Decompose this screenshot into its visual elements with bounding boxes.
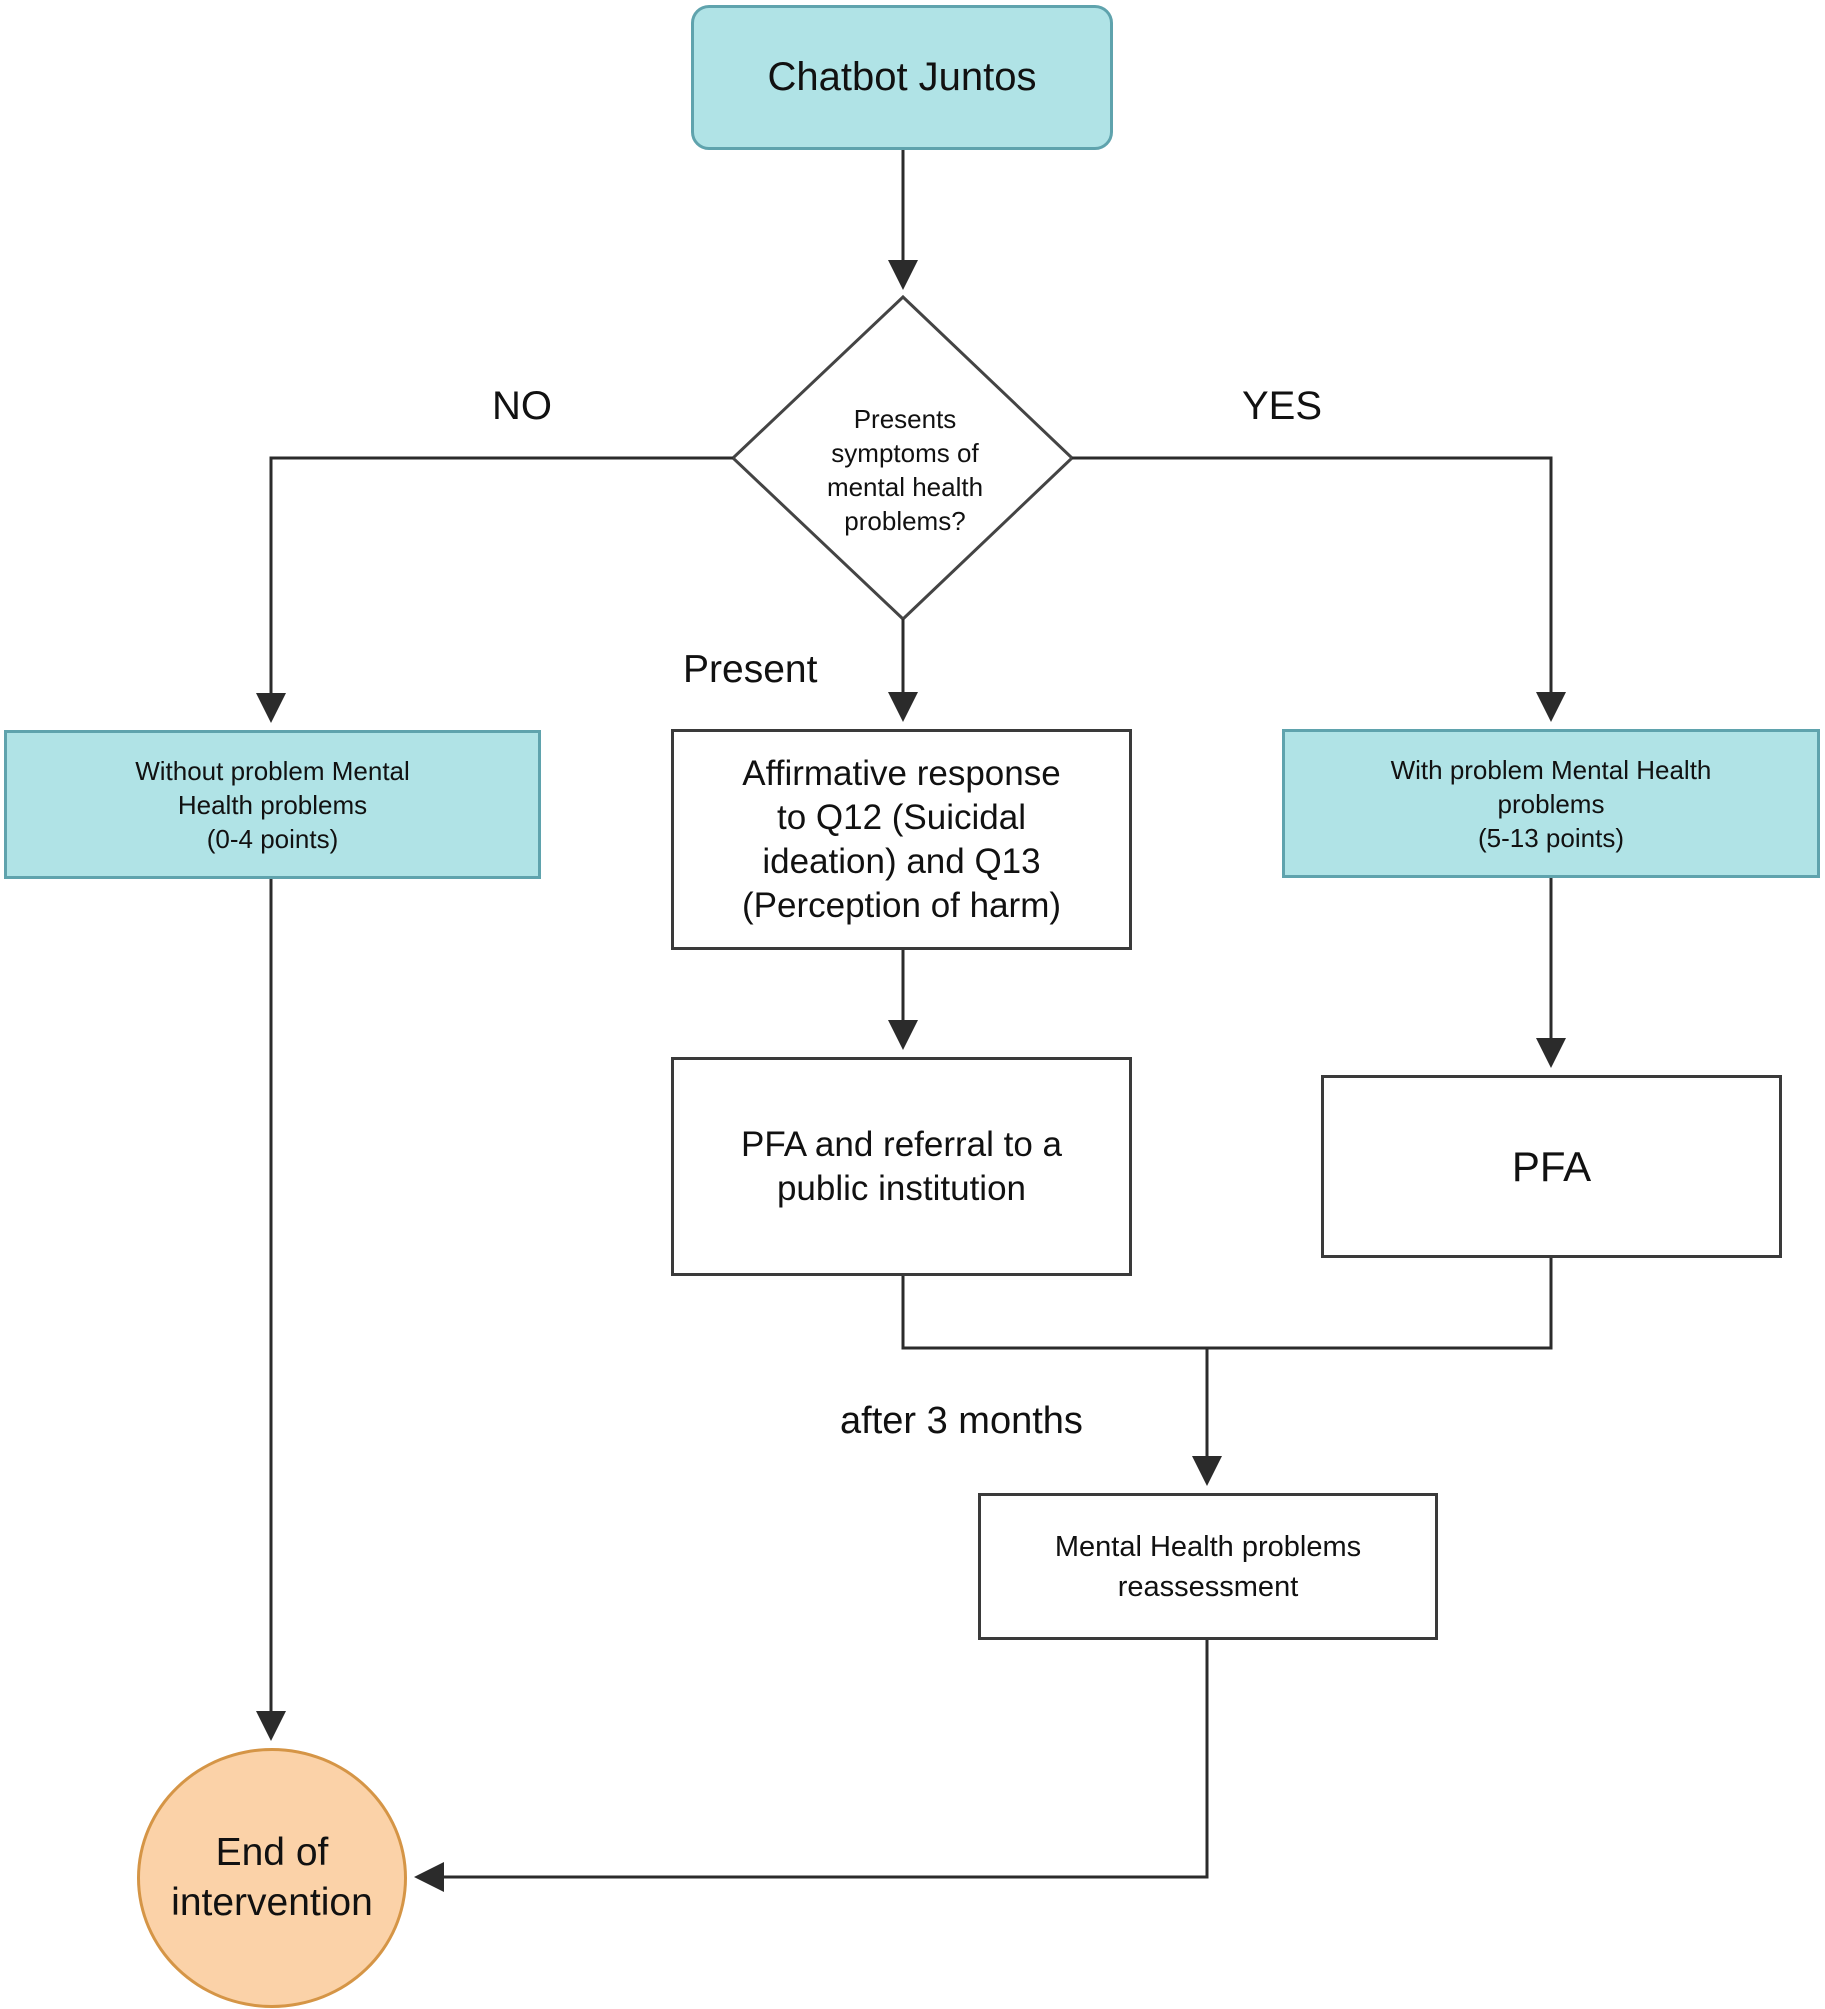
merge-line [901,1258,1553,1350]
affirmative-response-node: Affirmative response to Q12 (Suicidal id… [671,729,1132,950]
pfa-referral-node: PFA and referral to a public institution [671,1057,1132,1276]
without-problem-node: Without problem Mental Health problems (… [4,730,541,879]
decision-question: Presents symptoms of mental health probl… [826,404,984,536]
arrow-reassessment-to-end [414,1640,1209,1892]
edge-label-present: Present [683,648,818,691]
end-of-intervention-node: End of intervention [137,1748,407,2008]
pfa-node: PFA [1321,1075,1782,1258]
arrow-yes-branch [1072,456,1566,722]
edge-label-no: NO [492,384,552,428]
start-node-chatbot-juntos: Chatbot Juntos [691,5,1113,150]
arrow-no-branch [256,456,733,723]
edge-label-after-3-months: after 3 months [840,1400,1083,1442]
edge-label-yes: YES [1242,384,1323,428]
reassessment-node: Mental Health problems reassessment [978,1493,1438,1640]
with-problem-node: With problem Mental Health problems (5-1… [1282,729,1820,878]
